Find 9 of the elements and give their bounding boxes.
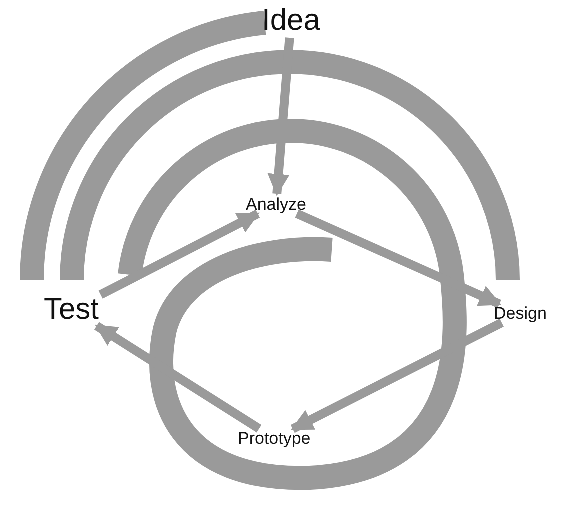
stage-label: Prototype	[238, 430, 311, 447]
stage-label: Test	[44, 295, 100, 325]
arrow	[94, 322, 262, 433]
stage-label: Design	[494, 305, 547, 322]
arrow	[290, 318, 504, 434]
arrow	[98, 210, 260, 299]
stage-label: Idea	[262, 6, 320, 36]
stage-label: Analyze	[246, 196, 306, 213]
arrow	[295, 210, 502, 308]
